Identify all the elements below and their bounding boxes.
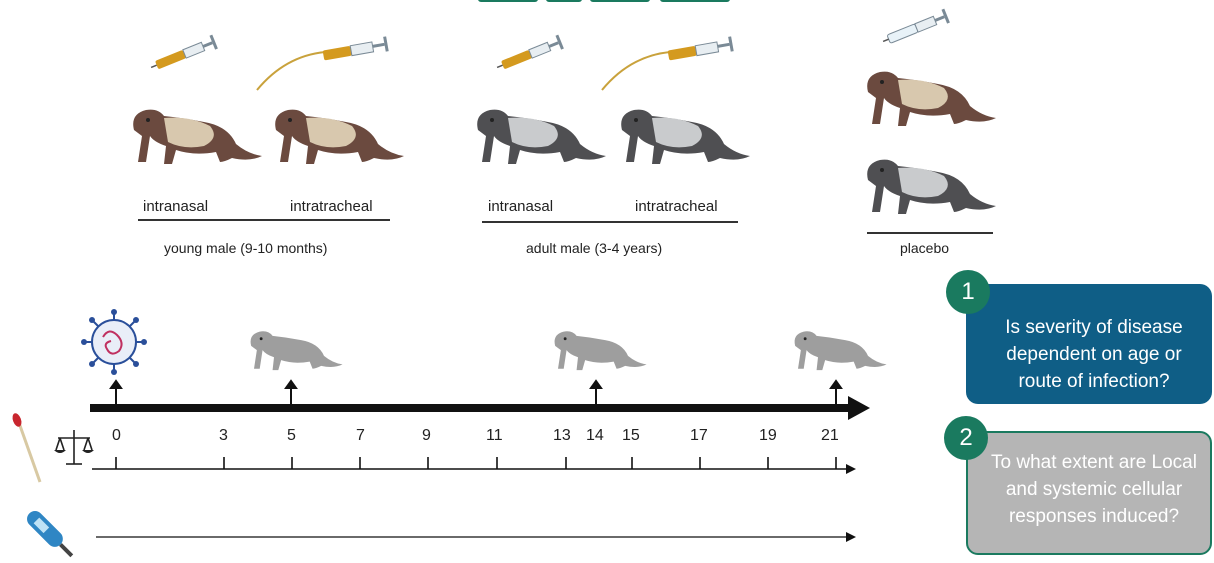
day-label: 13 [553, 427, 571, 445]
question-number-badge: 2 [944, 416, 988, 460]
main-timeline-arrow [88, 380, 888, 420]
ferret-silhouette-icon [548, 318, 648, 378]
day-label: 11 [486, 427, 503, 445]
ferret-adult-intratracheal [612, 100, 752, 166]
group-divider [138, 219, 390, 221]
scale-icon [52, 426, 96, 470]
syringe-icon [494, 32, 574, 72]
ferret-silhouette-icon [788, 318, 888, 378]
virus-icon [79, 307, 149, 377]
swab-icon [8, 412, 48, 492]
day-label: 21 [821, 427, 839, 445]
ferret-young-intratracheal [266, 100, 406, 166]
question-text: Is severity of disease dependent on age … [966, 296, 1212, 395]
ferret-placebo-adult [858, 150, 998, 216]
route-label: intratracheal [290, 198, 373, 215]
group-label-young: young male (9-10 months) [164, 240, 327, 256]
thermometer-icon [22, 506, 82, 563]
syringe-tube-icon [255, 36, 405, 96]
group-label-adult: adult male (3-4 years) [526, 240, 662, 256]
ferret-placebo-young [858, 62, 998, 128]
sampling-timeline [88, 452, 868, 482]
day-label: 0 [112, 427, 121, 445]
syringe-icon [148, 32, 228, 72]
question-text: To what extent are Local and systemic ce… [968, 445, 1210, 530]
day-label: 3 [219, 427, 228, 445]
day-label: 15 [622, 427, 640, 445]
day-label: 17 [690, 427, 708, 445]
ferret-adult-intranasal [468, 100, 608, 166]
question-box-1: Is severity of disease dependent on age … [966, 284, 1212, 404]
group-divider [482, 221, 738, 223]
ferret-silhouette-icon [244, 318, 344, 378]
syringe-tube-icon [600, 36, 750, 96]
day-label: 7 [356, 427, 365, 445]
day-label: 5 [287, 427, 296, 445]
day-label: 19 [759, 427, 777, 445]
day-label: 14 [586, 427, 604, 445]
question-number-badge: 1 [946, 270, 990, 314]
route-label: intratracheal [635, 198, 718, 215]
group-divider [867, 232, 993, 234]
ferret-young-intranasal [124, 100, 264, 166]
day-label: 9 [422, 427, 431, 445]
syringe-icon [880, 6, 960, 46]
title-fragment [0, 0, 1214, 12]
question-box-2: To what extent are Local and systemic ce… [966, 431, 1212, 555]
route-label: intranasal [143, 198, 208, 215]
group-label-placebo: placebo [900, 240, 949, 256]
route-label: intranasal [488, 198, 553, 215]
temperature-timeline [96, 530, 866, 544]
